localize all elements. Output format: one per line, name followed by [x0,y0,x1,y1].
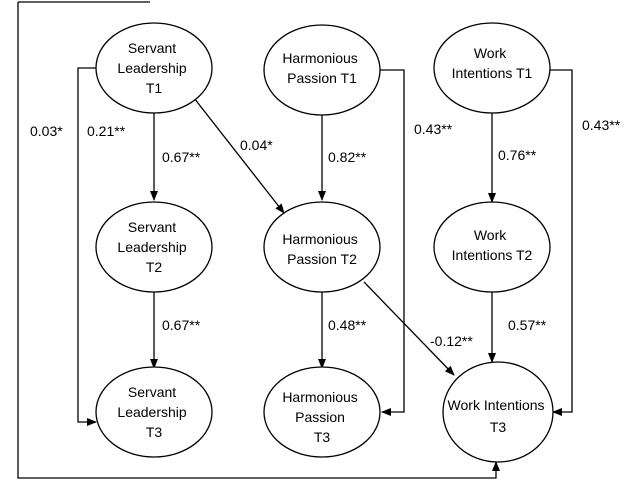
coef-wi1-wi3: 0.43** [582,117,621,133]
coef-hp2-wi3: -0.12** [430,333,473,349]
path-hp2-wi3 [363,281,455,376]
label-wi-t3: Work Intentions T3 [448,397,549,435]
label-wi-t1: Work Intentions T1 [452,45,533,81]
label-sl-t1: Servant Leadership T1 [117,40,190,96]
coef-sl1-sl3: 0.21** [87,123,126,139]
path-sl1-sl3 [77,67,98,426]
node-harmonious-passion-t3 [263,366,381,458]
node-work-intentions-t2 [433,201,551,293]
coef-hp2-hp3: 0.48** [328,317,367,333]
coef-hp1-hp2: 0.82** [328,149,367,165]
coef-hp1-hp3: 0.43** [414,121,453,137]
node-work-intentions-t3 [442,361,554,463]
node-harmonious-passion-t2 [263,201,381,293]
coef-sl1-wi3: 0.03* [30,123,63,139]
coef-sl1-sl2: 0.67** [162,149,201,165]
label-hp-t2: Harmonious Passion T2 [282,231,361,267]
label-wi-t2: Work Intentions T2 [452,227,533,263]
node-harmonious-passion-t1 [263,24,381,116]
coef-sl1-hp2: 0.04* [240,137,273,153]
node-servant-leadership-t3 [95,366,213,458]
path-sl1-hp2 [193,97,285,214]
node-servant-leadership-t2 [95,201,213,293]
path-sl1-wi3 [17,2,500,479]
coef-wi1-wi2: 0.76** [498,147,537,163]
coef-wi2-wi3: 0.57** [508,317,547,333]
label-sl-t3: Servant Leadership T3 [117,384,190,440]
path-wi1-wi3 [550,69,573,416]
coef-sl2-sl3: 0.67** [162,317,201,333]
node-work-intentions-t1 [433,22,551,114]
node-servant-leadership-t1 [95,22,213,114]
label-sl-t2: Servant Leadership T2 [117,219,190,275]
path-hp1-hp3 [380,69,405,416]
label-hp-t1: Harmonious Passion T1 [282,50,361,86]
label-hp-t3: Harmonious Passion T3 [282,389,361,445]
